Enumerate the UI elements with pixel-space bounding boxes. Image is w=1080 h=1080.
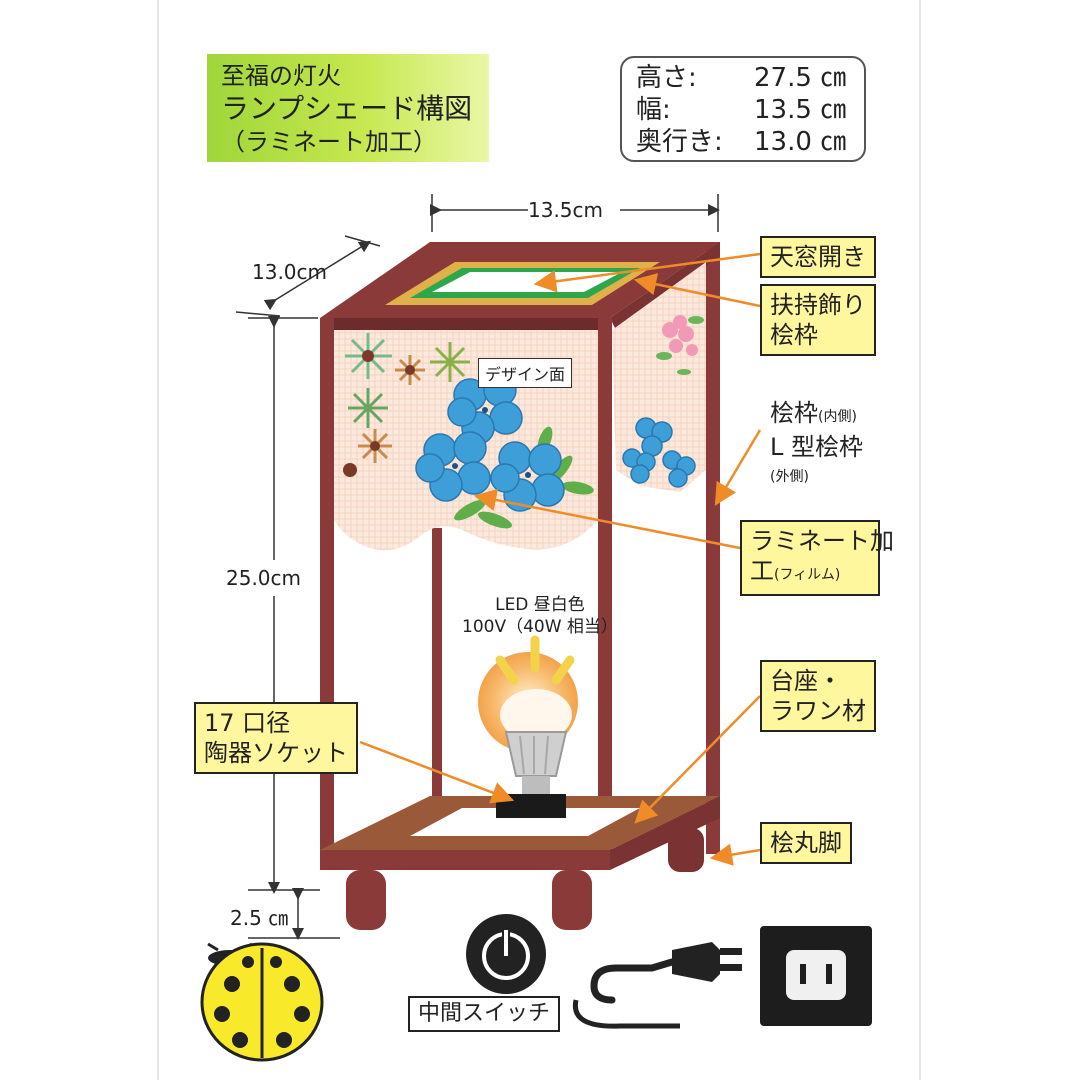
laminate-note: (フィルム) <box>774 567 841 583</box>
label-base: 台座・ ラワン材 <box>760 660 876 732</box>
label-frame: 桧枠(内側) L 型桧枠 (外側) <box>770 398 863 492</box>
frame-line1: 桧枠 <box>770 399 818 427</box>
back-post <box>706 242 720 854</box>
label-decor-frame: 扶持飾り 桧枠 <box>760 284 876 356</box>
spec-value: 13.0 ㎝ <box>754 127 847 157</box>
label-decor-line2: 桧枠 <box>770 321 818 349</box>
label-feet: 桧丸脚 <box>760 822 852 864</box>
front-left-post <box>320 318 334 858</box>
laminate-line1: ラミネート加 <box>750 527 894 555</box>
dim-height: 25.0cm <box>226 566 302 590</box>
frame-note1: (内側) <box>818 409 857 425</box>
outlet-icon <box>760 926 872 1026</box>
front-right-post <box>598 318 612 858</box>
spec-row-depth: 奥行き: 13.0 ㎝ <box>636 126 850 158</box>
led-line2: 100V（40W 相当） <box>462 617 618 637</box>
label-led: LED 昼白色 100V（40W 相当） <box>462 594 618 638</box>
foot <box>346 870 386 930</box>
spec-row-width: 幅: 13.5 ㎝ <box>636 94 850 126</box>
power-switch-icon <box>466 914 546 994</box>
title-line2: ランプシェード構図 <box>221 92 473 125</box>
base-line1: 台座・ <box>770 667 842 695</box>
spec-row-height: 高さ: 27.5 ㎝ <box>636 62 850 94</box>
title-line3: （ラミネート加工） <box>221 128 437 156</box>
label-decor-line1: 扶持飾り <box>770 291 866 319</box>
socket-line2: 陶器ソケット <box>204 739 348 767</box>
foot <box>552 870 592 930</box>
spec-key: 高さ: <box>636 63 697 93</box>
bulb-dome <box>500 689 572 741</box>
dim-width: 13.5cm <box>528 198 604 222</box>
dim-depth: 13.0cm <box>252 260 328 284</box>
base-line2: ラワン材 <box>770 697 866 725</box>
foot <box>668 828 704 872</box>
spec-value: 27.5 ㎝ <box>754 63 847 93</box>
spec-box: 高さ: 27.5 ㎝ 幅: 13.5 ㎝ 奥行き: 13.0 ㎝ <box>620 56 866 162</box>
label-socket: 17 口径 陶器ソケット <box>194 702 358 774</box>
power-cord <box>590 958 676 1004</box>
title-box: 至福の灯火 ランプシェード構図 （ラミネート加工） <box>207 54 489 162</box>
title-line1: 至福の灯火 <box>221 62 341 90</box>
led-line1: LED 昼白色 <box>495 595 585 615</box>
spec-key: 幅: <box>636 95 671 125</box>
laminate-line2: 工 <box>750 557 774 585</box>
frame-note2: (外側) <box>770 469 809 485</box>
bulb-cap <box>522 776 550 794</box>
plug-icon <box>672 942 742 982</box>
bulb-body <box>504 731 568 777</box>
label-switch: 中間スイッチ <box>408 996 561 1032</box>
spec-value: 13.5 ㎝ <box>754 95 847 125</box>
label-skylight: 天窓開き <box>760 236 876 278</box>
spec-key: 奥行き: <box>636 127 723 157</box>
ladybug-icon <box>200 942 324 1062</box>
dim-leg: 2.5 ㎝ <box>230 906 289 930</box>
socket-line1: 17 口径 <box>204 709 291 737</box>
label-design-face: デザイン面 <box>478 358 573 388</box>
label-laminate: ラミネート加 工(フィルム) <box>740 520 894 596</box>
base-window <box>410 808 640 836</box>
frame-line2: L 型桧枠 <box>770 433 863 461</box>
base-front <box>320 850 610 870</box>
